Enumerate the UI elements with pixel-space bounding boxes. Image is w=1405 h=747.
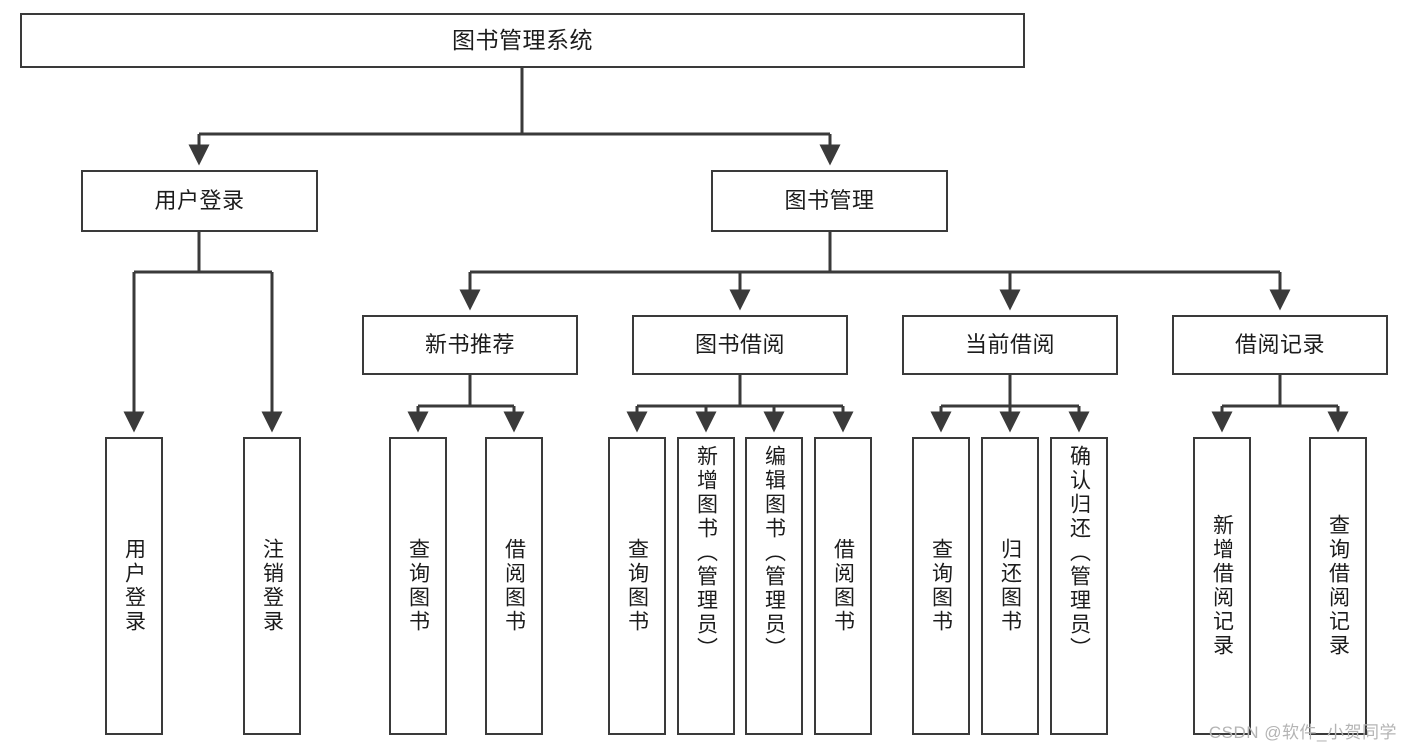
node-borrow-record[interactable]: 借阅记录 bbox=[1172, 315, 1388, 375]
node-leaf-add-book[interactable]: 新增图书（管理员） bbox=[677, 437, 735, 735]
node-label: 用户登录 bbox=[122, 538, 146, 634]
node-label: 归还图书 bbox=[998, 538, 1022, 634]
node-label: 图书管理系统 bbox=[452, 27, 593, 54]
node-label: 注销登录 bbox=[260, 538, 284, 634]
node-label: 确认归还（管理员） bbox=[1067, 445, 1091, 661]
node-leaf-edit-book[interactable]: 编辑图书（管理员） bbox=[745, 437, 803, 735]
node-label: 新增借阅记录 bbox=[1210, 514, 1234, 658]
node-label: 用户登录 bbox=[154, 188, 245, 214]
node-book-borrow[interactable]: 图书借阅 bbox=[632, 315, 848, 375]
node-user-login[interactable]: 用户登录 bbox=[81, 170, 318, 232]
node-leaf-query-book-borrow[interactable]: 查询图书 bbox=[608, 437, 666, 735]
node-leaf-query-book-current[interactable]: 查询图书 bbox=[912, 437, 970, 735]
node-label: 查询图书 bbox=[929, 538, 953, 634]
node-new-book-recommend[interactable]: 新书推荐 bbox=[362, 315, 578, 375]
node-current-borrow[interactable]: 当前借阅 bbox=[902, 315, 1118, 375]
node-label: 图书管理 bbox=[784, 188, 875, 214]
node-book-management[interactable]: 图书管理 bbox=[711, 170, 948, 232]
csdn-watermark: CSDN @软件_小贺同学 bbox=[1208, 723, 1397, 742]
node-label: 借阅记录 bbox=[1234, 332, 1325, 358]
node-leaf-confirm-return[interactable]: 确认归还（管理员） bbox=[1050, 437, 1108, 735]
node-leaf-return-book[interactable]: 归还图书 bbox=[981, 437, 1039, 735]
node-label: 借阅图书 bbox=[502, 538, 526, 634]
node-leaf-query-book-recommend[interactable]: 查询图书 bbox=[389, 437, 447, 735]
node-root-system[interactable]: 图书管理系统 bbox=[20, 13, 1025, 68]
node-label: 借阅图书 bbox=[831, 538, 855, 634]
node-leaf-logout[interactable]: 注销登录 bbox=[243, 437, 301, 735]
node-leaf-borrow-book-recommend[interactable]: 借阅图书 bbox=[485, 437, 543, 735]
node-label: 查询图书 bbox=[625, 538, 649, 634]
node-label: 查询借阅记录 bbox=[1326, 514, 1350, 658]
node-leaf-query-borrow-record[interactable]: 查询借阅记录 bbox=[1309, 437, 1367, 735]
node-leaf-user-login[interactable]: 用户登录 bbox=[105, 437, 163, 735]
node-label: 当前借阅 bbox=[964, 332, 1055, 358]
node-label: 新增图书（管理员） bbox=[694, 445, 718, 661]
node-label: 编辑图书（管理员） bbox=[762, 445, 786, 661]
node-label: 查询图书 bbox=[406, 538, 430, 634]
node-label: 新书推荐 bbox=[424, 332, 515, 358]
node-leaf-add-borrow-record[interactable]: 新增借阅记录 bbox=[1193, 437, 1251, 735]
node-leaf-borrow-book[interactable]: 借阅图书 bbox=[814, 437, 872, 735]
node-label: 图书借阅 bbox=[694, 332, 785, 358]
